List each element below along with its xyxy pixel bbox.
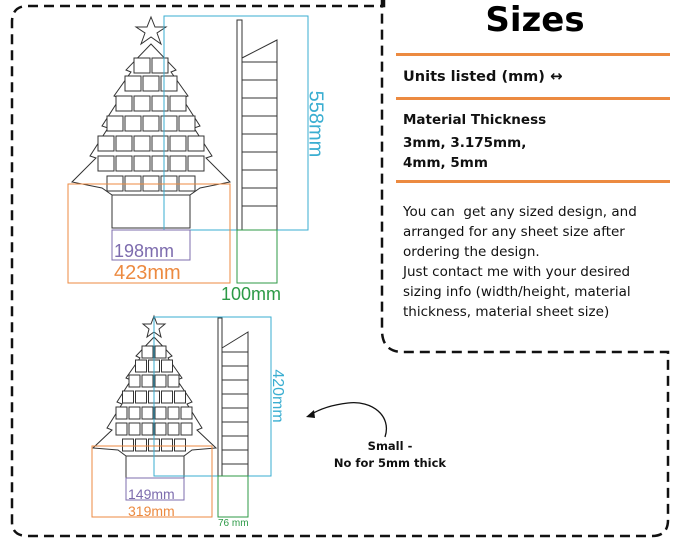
small-note: Small - No for 5mm thick	[310, 438, 470, 472]
door-cell	[115, 135, 133, 152]
door-cell	[115, 155, 133, 172]
door-cell	[154, 374, 167, 388]
door-cell	[141, 374, 154, 388]
door-cell	[106, 115, 124, 132]
small-depth-label: 76 mm	[218, 518, 249, 529]
door-cell	[133, 155, 151, 172]
small-base	[125, 455, 185, 479]
material-line-1: 3mm, 3.175mm,	[403, 135, 527, 151]
door-cell	[161, 438, 173, 452]
door-cell	[141, 406, 154, 420]
large-width-top-label: 198mm	[114, 241, 175, 261]
door-cell	[154, 345, 167, 359]
door-cell	[151, 155, 169, 172]
small-side-view	[217, 317, 249, 477]
door-cell	[187, 155, 205, 172]
divider-1	[396, 53, 670, 56]
arrow-head	[306, 410, 315, 418]
door-cell	[97, 155, 115, 172]
large-side-view	[236, 19, 278, 231]
door-cell	[128, 374, 141, 388]
large-height-label: 558mm	[304, 90, 327, 158]
door-cell	[115, 422, 128, 436]
large-tree	[70, 15, 232, 229]
door-cell	[124, 75, 142, 92]
door-cell	[142, 75, 160, 92]
units-label: Units listed (mm) ↔	[403, 67, 563, 85]
small-door-grid	[115, 345, 193, 452]
door-cell	[141, 345, 154, 359]
info-line-3: ordering the design.	[403, 244, 540, 260]
door-cell	[180, 406, 193, 420]
info-line-2: arranged for any sheet size after	[403, 224, 625, 240]
door-cell	[141, 422, 154, 436]
door-cell	[151, 57, 169, 74]
door-cell	[151, 135, 169, 152]
info-paragraph: You can get any sized design, and arrang…	[403, 202, 671, 322]
curved-arrow-icon	[309, 402, 388, 438]
info-line-4: Just contact me with your desired	[403, 264, 631, 280]
door-cell	[142, 115, 160, 132]
divider-2	[396, 97, 670, 100]
door-cell	[169, 95, 187, 112]
large-dimensions	[67, 15, 309, 284]
door-cell	[115, 406, 128, 420]
door-cell	[133, 95, 151, 112]
door-cell	[97, 135, 115, 152]
door-cell	[174, 390, 186, 404]
small-width-base-label: 319mm	[128, 503, 175, 519]
door-cell	[151, 95, 169, 112]
small-note-line-1: Small -	[367, 439, 413, 453]
door-cell	[161, 390, 173, 404]
small-width-top-label: 149mm	[128, 486, 175, 502]
door-cell	[154, 406, 167, 420]
material-line-2: 4mm, 5mm	[403, 155, 488, 171]
page-title: Sizes	[485, 0, 585, 40]
info-line-6: thickness, material sheet size)	[403, 304, 610, 320]
units-text: Units listed (mm)	[403, 69, 545, 85]
door-cell	[135, 359, 147, 373]
door-cell	[122, 390, 134, 404]
door-cell	[133, 57, 151, 74]
door-cell	[122, 438, 134, 452]
info-line-1: You can get any sized design, and	[403, 204, 637, 220]
large-door-grid	[97, 57, 205, 192]
door-cell	[167, 374, 180, 388]
divider-3	[396, 180, 670, 183]
door-cell	[174, 438, 186, 452]
material-values: 3mm, 3.175mm, 4mm, 5mm	[403, 133, 526, 173]
door-cell	[154, 422, 167, 436]
door-cell	[124, 115, 142, 132]
door-cell	[187, 135, 205, 152]
door-cell	[135, 390, 147, 404]
door-cell	[135, 438, 147, 452]
dashed-frame	[10, 0, 670, 538]
door-cell	[169, 155, 187, 172]
large-base	[111, 194, 191, 229]
small-note-line-2: No for 5mm thick	[333, 456, 447, 470]
door-cell	[133, 135, 151, 152]
door-cell	[161, 359, 173, 373]
door-cell	[115, 95, 133, 112]
door-cell	[180, 422, 193, 436]
small-dimensions	[91, 316, 272, 518]
door-cell	[160, 115, 178, 132]
large-star-icon	[134, 15, 168, 46]
door-cell	[128, 406, 141, 420]
door-cell	[169, 135, 187, 152]
large-depth-label: 100mm	[221, 284, 282, 304]
material-heading: Material Thickness	[403, 112, 547, 128]
door-cell	[167, 406, 180, 420]
door-cell	[160, 75, 178, 92]
left-right-arrow-icon: ↔	[549, 67, 563, 85]
large-width-base-label: 423mm	[114, 262, 181, 284]
door-cell	[167, 422, 180, 436]
info-line-5: sizing info (width/height, material	[403, 284, 631, 300]
door-cell	[178, 115, 196, 132]
small-height-label: 420mm	[269, 369, 286, 423]
door-cell	[128, 422, 141, 436]
